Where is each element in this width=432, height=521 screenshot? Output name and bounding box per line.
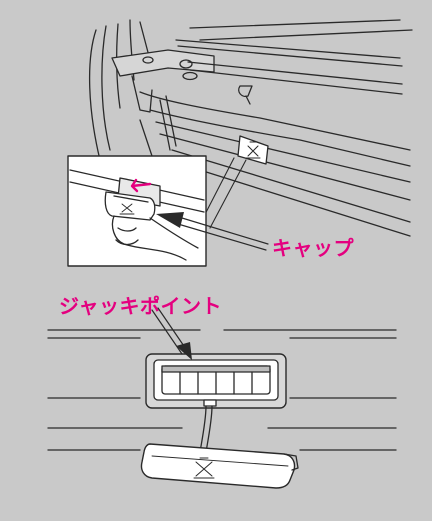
jack-symbol-icon [245,141,261,159]
cap-detail-inset [67,155,207,267]
jack-point-label: ジャッキポイント [59,294,222,318]
cap-label: キャップ [272,236,354,260]
jack-symbol-icon [193,457,215,479]
vehicle-rear-drawing [88,19,413,237]
remove-direction-arrow [130,178,152,193]
jack-point-closeup [47,329,397,489]
